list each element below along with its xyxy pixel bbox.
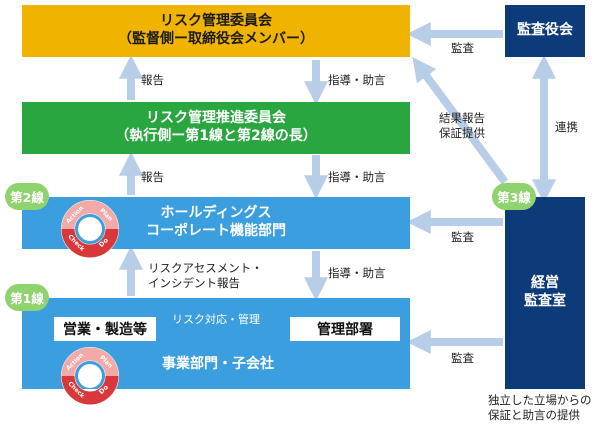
label-guidance-top: 指導・助言 <box>328 73 386 87</box>
pdca-cycle-icon-business: Action Plan Check Do <box>61 347 119 405</box>
label-result-report: 結果報告 <box>439 111 485 125</box>
label-risk-assessment-1: リスクアセスメント・ <box>148 261 263 275</box>
label-report-top: 報告 <box>141 73 164 87</box>
internal-audit-box: 経営 監査室 <box>505 197 585 389</box>
label-audit-top: 監査 <box>451 41 474 55</box>
risk-committee-subtitle: （監督側ー取締役会メンバー） <box>118 31 314 47</box>
label-guidance-bottom: 指導・助言 <box>328 266 386 280</box>
audit-board-box: 監査役会 <box>505 5 585 57</box>
arrow-result-report <box>412 57 509 185</box>
label-report-mid: 報告 <box>141 170 164 184</box>
promotion-committee-subtitle: （執行側ー第1線と第2線の長） <box>115 128 317 144</box>
risk-committee-title: リスク管理委員会 <box>160 13 272 30</box>
badge-first-line: 第1線 <box>5 284 49 311</box>
sales-box: 営業・製造等 <box>54 317 156 341</box>
pdca-cycle-icon-holdings: Action Plan Check Do <box>61 200 119 258</box>
badge-third-line: 第3線 <box>492 183 536 210</box>
holdings-title: ホールディングス <box>160 205 272 222</box>
label-independent-1: 独立した立場からの <box>488 393 592 407</box>
label-audit-mid: 監査 <box>451 230 474 244</box>
management-box: 管理部署 <box>290 317 400 341</box>
risk-committee-box: リスク管理委員会 （監督側ー取締役会メンバー） <box>22 5 410 57</box>
audit-board-label: 監査役会 <box>517 22 573 39</box>
holdings-subtitle: コーポレート機能部門 <box>146 223 286 239</box>
label-risk-assessment-2: インシデント報告 <box>148 276 240 290</box>
label-independent-2: 保証と助言の提供 <box>488 408 580 422</box>
label-guarantee: 保証提供 <box>439 126 485 140</box>
label-guidance-mid: 指導・助言 <box>328 170 386 184</box>
business-label: 事業部門・子会社 <box>162 356 274 372</box>
label-audit-bottom: 監査 <box>451 351 474 365</box>
label-risk-response: リスク対応・管理 <box>172 313 260 326</box>
internal-audit-title: 経営 <box>531 275 559 292</box>
promotion-committee-title: リスク管理推進委員会 <box>146 110 286 127</box>
label-cooperation: 連携 <box>555 120 578 134</box>
internal-audit-subtitle: 監査室 <box>524 293 566 309</box>
promotion-committee-box: リスク管理推進委員会 （執行側ー第1線と第2線の長） <box>22 102 410 154</box>
badge-second-line: 第2線 <box>5 183 49 210</box>
